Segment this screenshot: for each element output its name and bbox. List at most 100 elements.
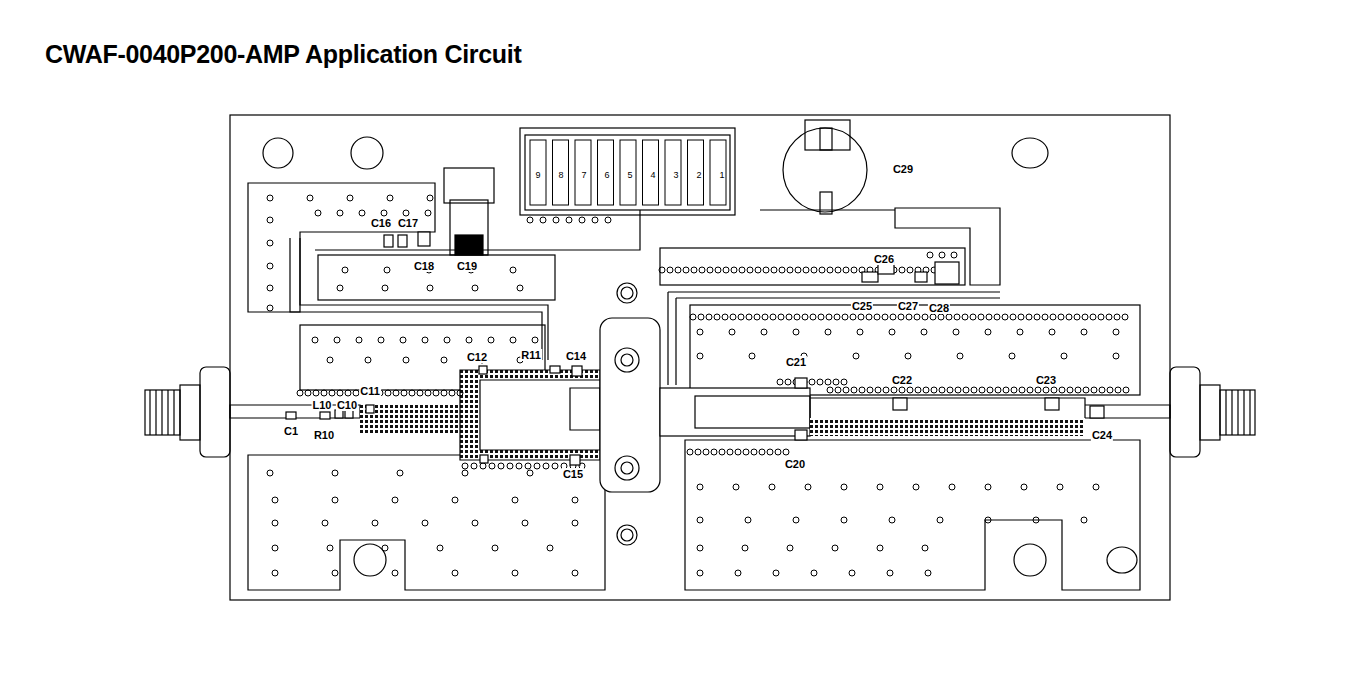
via xyxy=(890,314,896,320)
via xyxy=(743,449,749,455)
component-pad xyxy=(572,366,582,376)
via xyxy=(891,387,897,393)
header-pin-slot xyxy=(643,140,659,205)
via xyxy=(1093,484,1099,490)
via xyxy=(825,329,831,335)
component-pad xyxy=(418,232,430,246)
via xyxy=(834,314,840,320)
via xyxy=(832,545,838,551)
via xyxy=(297,390,303,396)
via xyxy=(516,463,522,469)
via xyxy=(849,570,855,576)
via xyxy=(825,379,831,385)
via xyxy=(1050,314,1056,320)
via xyxy=(759,449,765,455)
via xyxy=(272,497,278,503)
via xyxy=(512,497,518,503)
via xyxy=(305,390,311,396)
via xyxy=(345,390,351,396)
via xyxy=(939,252,945,258)
via xyxy=(769,484,775,490)
via xyxy=(749,353,755,359)
via xyxy=(534,463,540,469)
via xyxy=(381,210,387,216)
via xyxy=(425,210,431,216)
ground-pad xyxy=(895,208,1000,285)
transistor-flange xyxy=(600,318,660,492)
via xyxy=(915,387,921,393)
via xyxy=(1051,387,1057,393)
via xyxy=(853,353,859,359)
via xyxy=(382,545,388,551)
via xyxy=(883,387,889,393)
component-pad xyxy=(320,412,330,419)
via xyxy=(401,390,407,396)
via xyxy=(850,314,856,320)
via xyxy=(905,353,911,359)
via xyxy=(877,545,883,551)
via xyxy=(378,337,384,343)
via xyxy=(359,210,365,216)
via xyxy=(697,517,703,523)
part-label: C18 xyxy=(413,260,435,272)
via xyxy=(315,210,321,216)
via xyxy=(690,314,696,320)
via xyxy=(931,387,937,393)
via xyxy=(400,337,406,343)
via xyxy=(272,570,278,576)
via xyxy=(793,329,799,335)
via xyxy=(392,497,398,503)
via xyxy=(392,570,398,576)
via xyxy=(337,210,343,216)
via xyxy=(697,484,703,490)
via xyxy=(719,449,725,455)
via xyxy=(332,570,338,576)
via xyxy=(866,314,872,320)
header-pin-slot xyxy=(598,140,614,205)
via xyxy=(841,484,847,490)
via xyxy=(711,449,717,455)
via xyxy=(457,390,463,396)
via xyxy=(327,545,333,551)
via xyxy=(979,387,985,393)
via xyxy=(730,314,736,320)
via xyxy=(1107,387,1113,393)
via xyxy=(552,463,558,469)
part-label: C21 xyxy=(785,356,807,368)
via xyxy=(572,520,578,526)
pin-number: 2 xyxy=(695,169,702,181)
via xyxy=(898,314,904,320)
part-label: C14 xyxy=(565,350,587,362)
via xyxy=(697,329,703,335)
regulator xyxy=(444,168,494,255)
via xyxy=(267,470,273,476)
via xyxy=(312,337,318,343)
pin-number: 7 xyxy=(580,169,587,181)
via xyxy=(1099,387,1105,393)
via xyxy=(954,314,960,320)
via xyxy=(809,379,815,385)
via xyxy=(986,314,992,320)
via xyxy=(922,314,928,320)
component-pad xyxy=(398,235,407,247)
component-pad xyxy=(550,366,560,373)
via xyxy=(995,387,1001,393)
via xyxy=(745,517,751,523)
screw-hole xyxy=(621,354,633,366)
via xyxy=(387,195,393,201)
via xyxy=(517,285,523,291)
header-connector xyxy=(520,128,735,215)
via xyxy=(802,314,808,320)
via xyxy=(452,497,458,503)
via xyxy=(793,517,799,523)
via xyxy=(835,267,841,273)
via xyxy=(914,314,920,320)
via xyxy=(1091,387,1097,393)
mounting-hole xyxy=(617,283,637,303)
via xyxy=(422,520,428,526)
via xyxy=(755,267,761,273)
via xyxy=(422,337,428,343)
via xyxy=(955,387,961,393)
header-pin-slot xyxy=(530,140,546,205)
